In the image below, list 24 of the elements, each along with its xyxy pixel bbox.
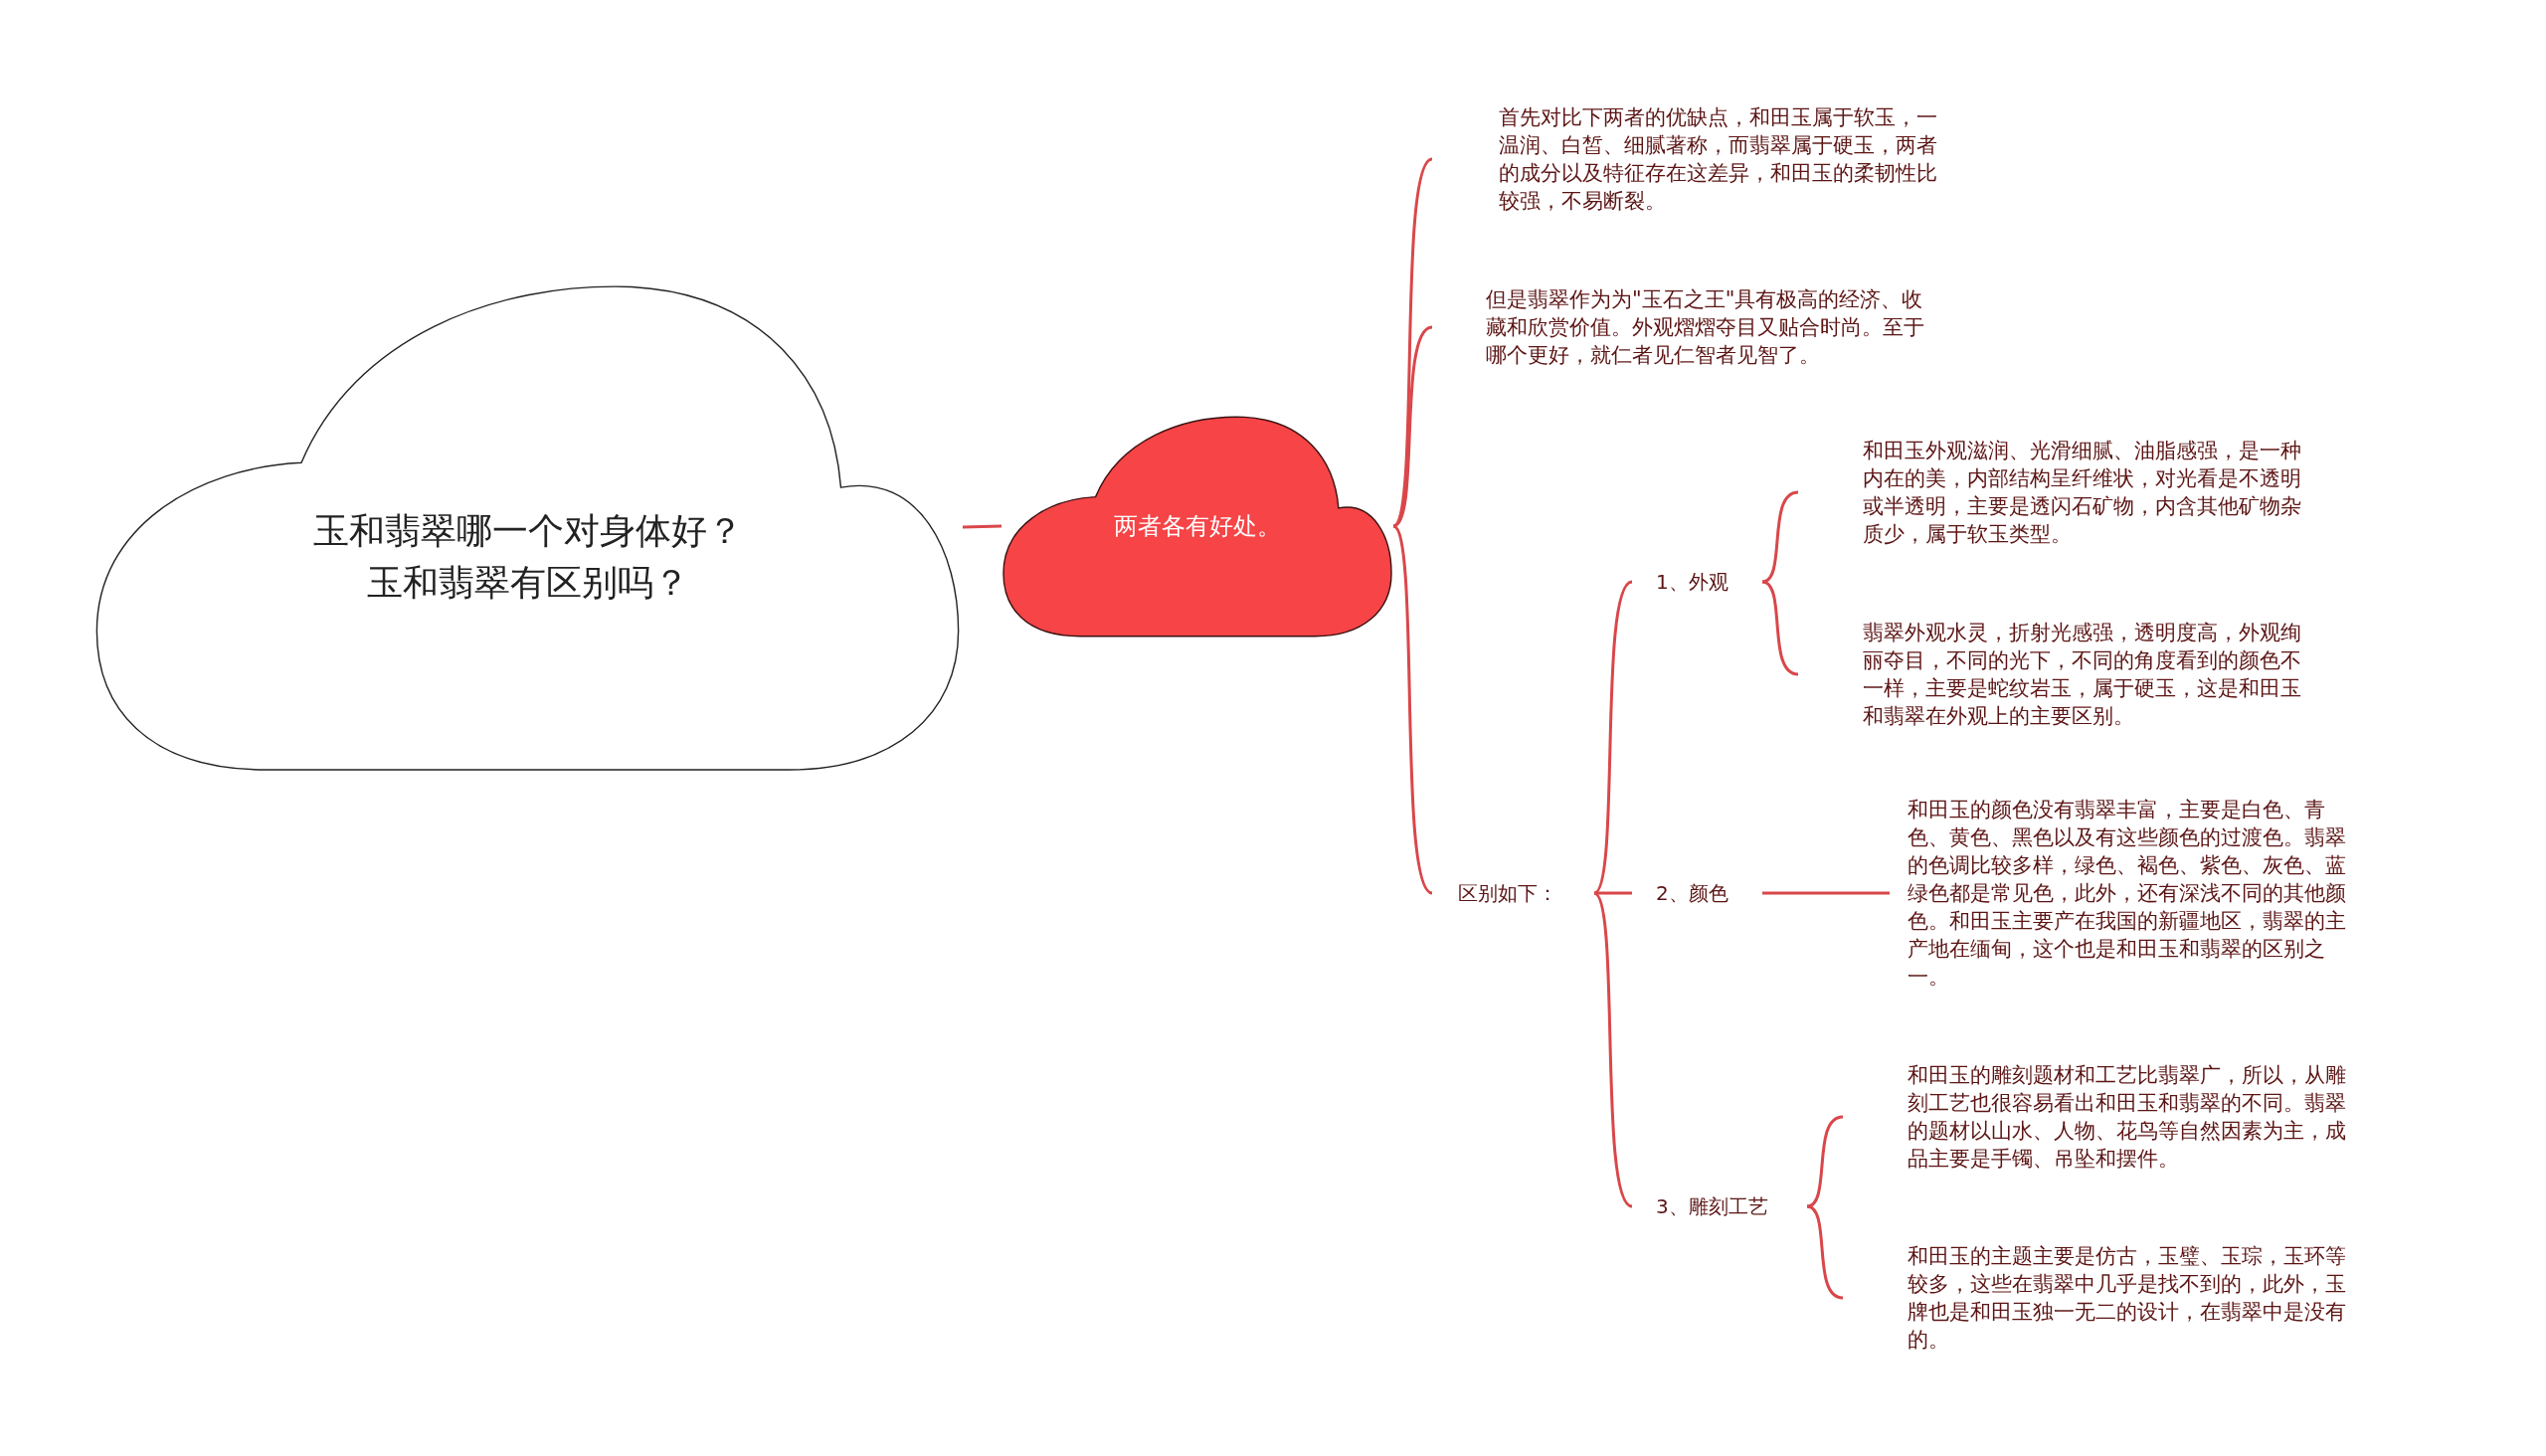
connector-line [962, 524, 1002, 529]
branch-label: 2、颜色 [1656, 880, 1729, 907]
topic-text: 两者各有好处。 [1114, 511, 1281, 542]
branch-label: 1、外观 [1656, 569, 1729, 596]
connector-line [1391, 525, 1434, 895]
branch-label: 3、雕刻工艺 [1656, 1193, 1769, 1220]
connector-line [1592, 580, 1633, 894]
connector-line [1806, 1204, 1844, 1300]
note-text: 但是翡翠作为为"玉石之王"具有极高的经济、收藏和欣赏价值。外观熠熠夺目又贴合时尚。至于哪个更好，就仁者见仁智者见智了。 [1486, 286, 1925, 369]
branch-label: 区别如下： [1458, 880, 1558, 907]
note-text: 首先对比下两者的优缺点，和田玉属于软玉，一温润、白皙、细腻著称，而翡翠属于硬玉，两者的成分以及特征存在这差异，和田玉的柔韧性比较强，不易断裂。 [1499, 104, 1938, 215]
note-text: 和田玉的雕刻题材和工艺比翡翠广，所以，从雕刻工艺也很容易看出和田玉和翡翠的不同。翡翠的题材以山水、人物、花鸟等自然因素为主，成品主要是手镯、吊坠和摆件。 [1908, 1062, 2347, 1173]
note-text: 和田玉的主题主要是仿古，玉璧、玉琮，玉环等较多，这些在翡翠中几乎是找不到的，此外，玉牌也是和田玉独一无二的设计，在翡翠中是没有的。 [1908, 1243, 2347, 1354]
connector-line [1806, 1115, 1844, 1208]
connector-line [1761, 580, 1799, 676]
topic-text: 玉和翡翠哪一个对身体好？玉和翡翠有区别吗？ [311, 509, 744, 605]
note-text: 和田玉的颜色没有翡翠丰富，主要是白色、青色、黄色、黑色以及有这些颜色的过渡色。翡翠的色调比较多样，绿色、褐色、紫色、灰色、蓝绿色都是常见色，此外，还有深浅不同的其他颜色。和田玉主要产在我国的新疆地区，翡翠的主产地在缅甸，这个也是和田玉和翡翠的区别之一。 [1908, 797, 2347, 991]
connector-line [1762, 891, 1890, 895]
connector-line [1392, 325, 1433, 528]
note-text: 翡翠外观水灵，折射光感强，透明度高，外观绚丽夺目，不同的光下，不同的角度看到的颜色不一样，主要是蛇纹岩玉，属于硬玉，这是和田玉和翡翠在外观上的主要区别。 [1863, 620, 2302, 730]
connector-line [1761, 490, 1799, 584]
note-text: 和田玉外观滋润、光滑细腻、油脂感强，是一种内在的美，内部结构呈纤维状，对光看是不透明或半透明，主要是透闪石矿物，内含其他矿物杂质少，属于软玉类型。 [1863, 438, 2302, 548]
connector-line [1594, 891, 1632, 895]
connector-line [1592, 892, 1633, 1208]
